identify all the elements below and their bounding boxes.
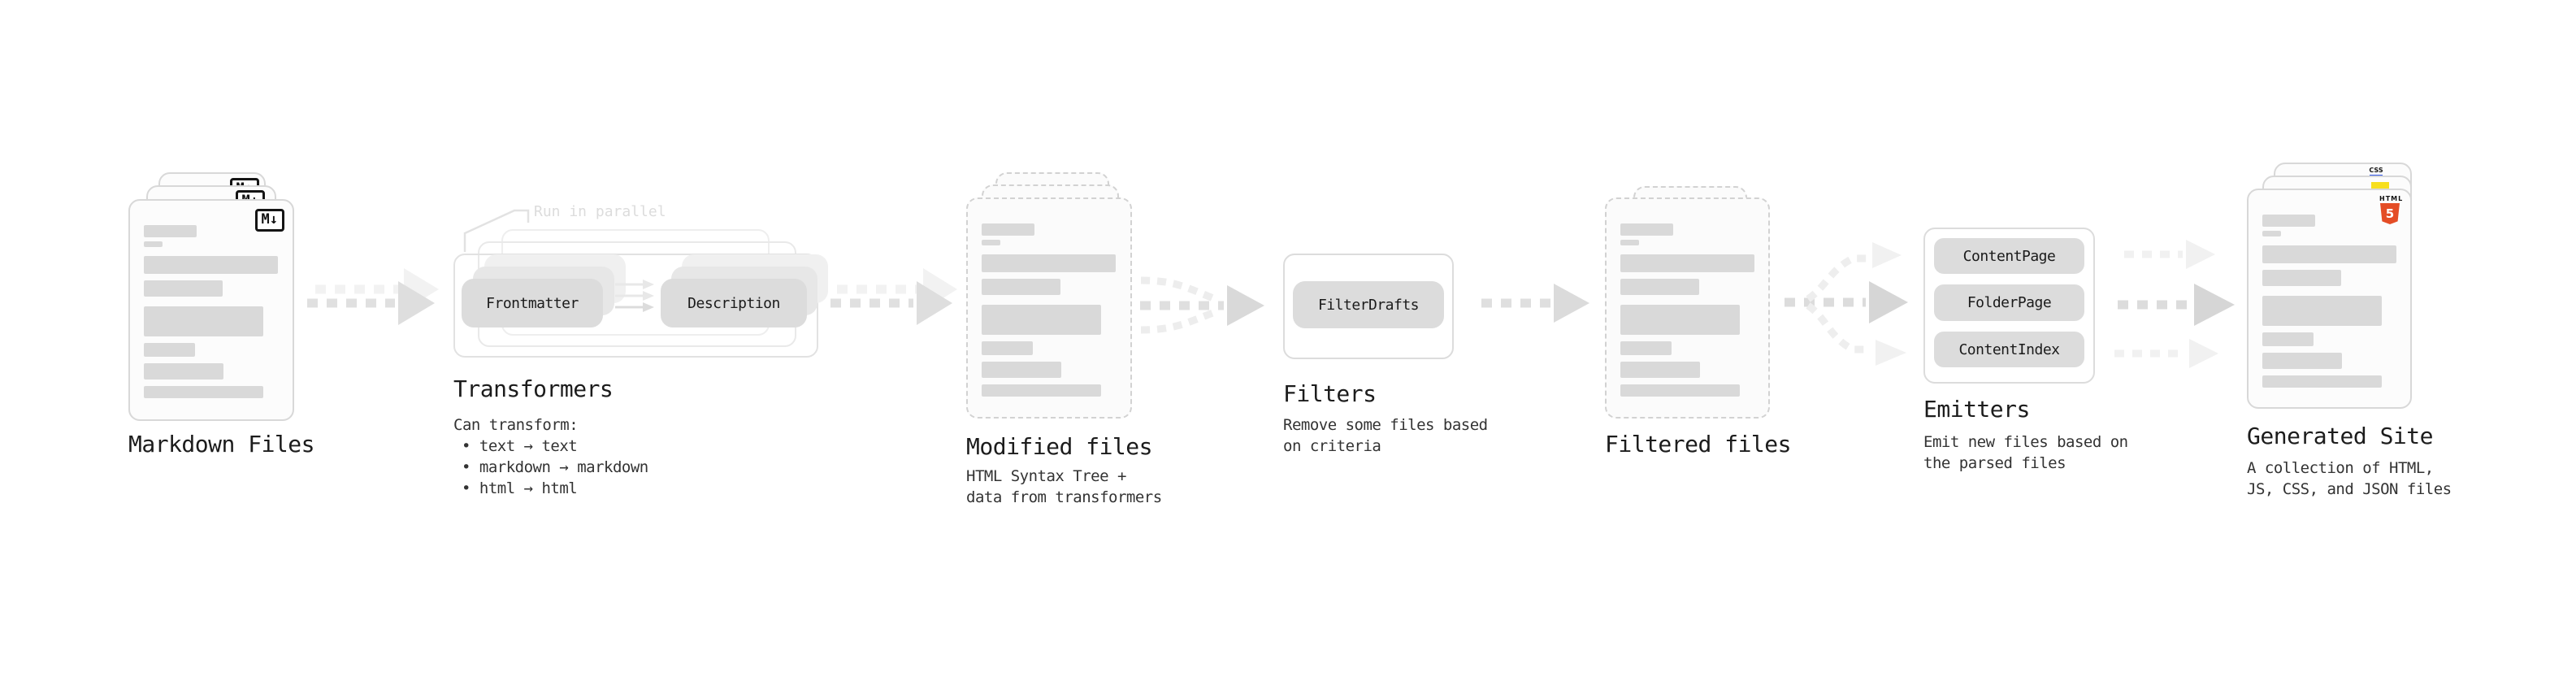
arrow-markdown-to-transformers: [307, 268, 439, 325]
skeleton-bar: [2262, 270, 2341, 286]
arrow-filters-to-filtered: [1481, 284, 1589, 323]
skeleton-bar: [144, 386, 263, 398]
transform-bullet: • html → html: [462, 479, 578, 497]
skeleton-bar: [982, 305, 1101, 335]
stage-generated-site: CSS HTML 5 Generated Site A collection o…: [2247, 163, 2491, 504]
skeleton-bar: [1620, 254, 1754, 272]
file-skeleton: [968, 223, 1130, 397]
stage-filters: FilterDrafts Filters Remove some files b…: [1283, 254, 1527, 497]
stage-description: on criteria: [1283, 437, 1381, 455]
file-skeleton: [2249, 215, 2410, 388]
run-in-parallel-note: Run in parallel: [534, 203, 666, 220]
skeleton-bar: [2262, 332, 2314, 346]
skeleton-bar: [144, 343, 195, 357]
stage-description: Remove some files based: [1283, 416, 1488, 434]
stage-transformers: Run in parallel Frontmatter Description …: [453, 202, 835, 510]
stage-description: Emit new files based on: [1923, 433, 2128, 451]
stage-markdown-files: M↓ M↓ M↓ Markdown Files: [128, 163, 340, 488]
stage-title: Filters: [1283, 380, 1377, 407]
filtered-file-card-front: [1605, 197, 1770, 419]
stage-description: Can transform:: [453, 416, 579, 434]
html5-shield: 5: [2380, 203, 2400, 224]
transform-bullet: • text → text: [462, 437, 578, 455]
skeleton-bar: [982, 254, 1116, 272]
html5-badge-number: 5: [2385, 206, 2395, 221]
generated-file-card-front: HTML 5: [2247, 189, 2412, 409]
skeleton-bar: [982, 362, 1061, 378]
arrow-transformers-to-modified: [830, 268, 957, 325]
skeleton-bar: [982, 341, 1033, 355]
skeleton-bar: [144, 256, 278, 274]
arrow-modified-to-filters: [1140, 276, 1264, 334]
stage-title: Transformers: [453, 375, 614, 402]
modified-file-card-front: [966, 197, 1132, 419]
skeleton-bar: [144, 280, 223, 297]
skeleton-bar: [144, 363, 223, 380]
skeleton-bar: [1620, 279, 1699, 295]
skeleton-bar: [982, 240, 1000, 245]
stage-title: Modified files: [966, 433, 1153, 460]
emitter-pill-folderpage: FolderPage: [1934, 284, 2084, 321]
skeleton-bar: [1620, 384, 1740, 397]
html5-icon: HTML 5: [2379, 195, 2404, 224]
run-in-parallel-callout-line: [463, 209, 530, 252]
markdown-file-card-front: M↓: [128, 199, 294, 421]
js-icon: [2371, 182, 2389, 191]
skeleton-bar: [1620, 240, 1639, 245]
skeleton-bar: [1620, 341, 1672, 355]
stage-title: Emitters: [1923, 396, 2030, 423]
stage-description: the parsed files: [1923, 454, 2066, 472]
skeleton-bar: [982, 223, 1034, 236]
transformer-pill-description: Description: [661, 279, 807, 327]
skeleton-bar: [982, 384, 1101, 397]
stage-filtered-files: Filtered files: [1605, 186, 1816, 495]
emitter-pill-contentpage: ContentPage: [1934, 238, 2084, 274]
stage-title: Filtered files: [1605, 431, 1792, 458]
skeleton-bar: [2262, 375, 2382, 388]
markdown-icon: M↓: [254, 209, 284, 232]
html5-badge-label: HTML: [2379, 195, 2404, 202]
parallel-arrows-icon: [615, 280, 654, 312]
skeleton-bar: [1620, 305, 1740, 335]
skeleton-bar: [2262, 296, 2382, 326]
transformer-pill-frontmatter: Frontmatter: [462, 279, 603, 327]
skeleton-bar: [2262, 353, 2342, 369]
css-badge-label: CSS: [2369, 167, 2383, 174]
file-skeleton: [130, 225, 293, 398]
skeleton-bar: [144, 306, 263, 336]
transform-bullet: • markdown → markdown: [462, 458, 648, 476]
skeleton-bar: [982, 279, 1060, 295]
filter-pill-filterdrafts: FilterDrafts: [1293, 281, 1444, 328]
file-skeleton: [1607, 223, 1768, 397]
skeleton-bar: [2262, 231, 2281, 236]
skeleton-bar: [1620, 362, 1700, 378]
transformer-frame-front: [453, 254, 818, 358]
stage-emitters: ContentPage FolderPage ContentIndex Emit…: [1923, 228, 2167, 496]
stage-title: Markdown Files: [128, 431, 315, 458]
arrow-filtered-to-emitters: [1785, 242, 1908, 366]
emitter-pill-contentindex: ContentIndex: [1934, 332, 2084, 367]
stage-modified-files: Modified files HTML Syntax Tree + data f…: [966, 172, 1177, 514]
stage-description: JS, CSS, and JSON files: [2247, 480, 2452, 498]
skeleton-bar: [1620, 223, 1673, 236]
stage-description: data from transformers: [966, 488, 1162, 506]
skeleton-bar: [144, 241, 163, 247]
stage-title: Generated Site: [2247, 423, 2434, 449]
stage-description: HTML Syntax Tree +: [966, 467, 1126, 485]
skeleton-bar: [2262, 245, 2396, 263]
arrow-emitters-to-generated: [2114, 240, 2235, 368]
skeleton-bar: [144, 225, 197, 237]
skeleton-bar: [2262, 215, 2315, 227]
stage-description: A collection of HTML,: [2247, 459, 2434, 477]
